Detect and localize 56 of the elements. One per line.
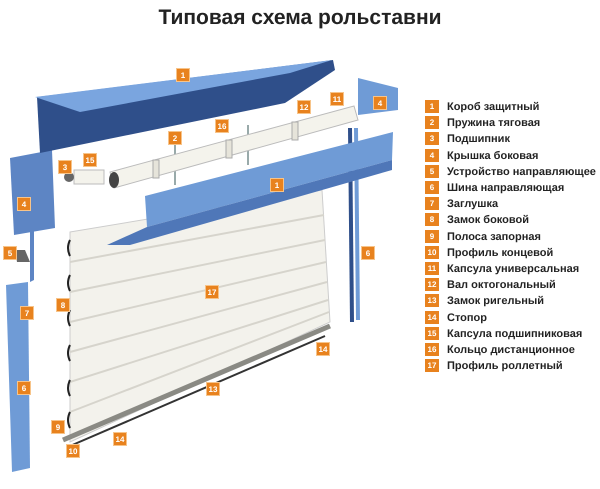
callout-number: 8 — [56, 298, 70, 312]
callout-number: 1 — [270, 178, 284, 192]
callout-number: 3 — [58, 160, 72, 174]
callout-number: 6 — [17, 381, 31, 395]
callout-number: 3 — [425, 132, 439, 146]
callout-number: 14 — [425, 310, 439, 324]
callout-number: 15 — [425, 326, 439, 340]
callout-number: 14 — [113, 432, 127, 446]
callout-number: 7 — [20, 306, 34, 320]
callout-number: 11 — [330, 92, 344, 106]
callout-number: 4 — [17, 197, 31, 211]
part-name: Профиль концевой — [447, 246, 554, 260]
part-name: Профиль роллетный — [447, 359, 563, 374]
part-name: Вал октогональный — [447, 278, 556, 292]
callout-number: 17 — [205, 285, 219, 299]
callout-number: 9 — [51, 420, 65, 434]
callout-number: 6 — [361, 246, 375, 260]
callout-number: 1 — [176, 68, 190, 82]
callout-number: 17 — [425, 359, 439, 372]
callout-number: 12 — [425, 278, 439, 292]
part-name: Заглушка — [447, 197, 498, 212]
callout-number: 16 — [425, 343, 439, 356]
part-name: Замок боковой — [447, 213, 529, 228]
part-name: Капсула подшипниковая — [447, 326, 582, 341]
callout-number: 4 — [373, 96, 387, 110]
part-name: Пружина тяговая — [447, 116, 540, 130]
callout-number: 13 — [425, 294, 439, 308]
callout-number: 10 — [425, 246, 439, 259]
callout-number: 9 — [425, 230, 439, 243]
callout-number: 2 — [168, 131, 182, 145]
part-name: Подшипник — [447, 132, 510, 146]
part-name: Крышка боковая — [447, 148, 538, 163]
callout-number: 2 — [425, 116, 439, 130]
part-name: Кольцо дистанционное — [447, 343, 575, 357]
part-name: Стопор — [447, 310, 487, 325]
part-name: Устройство направляющее — [447, 164, 596, 179]
callout-number: 14 — [316, 342, 330, 356]
callout-number: 8 — [425, 213, 439, 226]
callout-number: 5 — [425, 164, 439, 178]
callout-number: 10 — [66, 444, 80, 458]
callout-number: 7 — [425, 197, 439, 210]
callout-number: 5 — [3, 246, 17, 260]
title: Типовая схема рольставни — [157, 6, 443, 30]
part-name: Капсула универсальная — [447, 262, 580, 276]
part-name: Короб защитный — [447, 100, 540, 114]
callout-number: 16 — [215, 119, 229, 133]
callout-number: 12 — [297, 100, 311, 114]
part-name: Полоса запорная — [447, 230, 541, 244]
part-name: Шина направляющая — [447, 181, 564, 195]
callout-number: 11 — [425, 262, 439, 275]
callout-number: 1 — [425, 100, 439, 113]
callout-number: 15 — [83, 153, 97, 167]
callout-number: 4 — [425, 148, 439, 162]
callout-number: 6 — [425, 181, 439, 194]
callout-number: 13 — [206, 382, 220, 396]
part-name: Замок ригельный — [447, 294, 544, 308]
